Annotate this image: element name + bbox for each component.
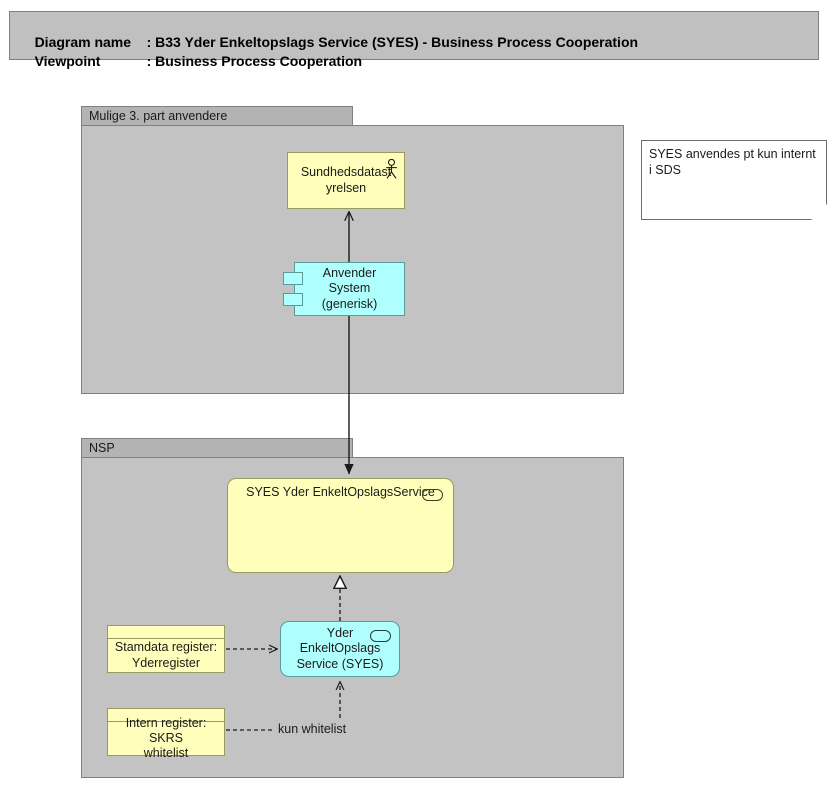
group-tab: Mulige 3. part anvendere xyxy=(81,106,353,126)
node-intern-register-skrs-whitelist[interactable]: Intern register: SKRS whitelist xyxy=(107,708,225,761)
node-label: Intern register: SKRS whitelist xyxy=(125,715,207,761)
service-rounded-icon xyxy=(422,489,443,501)
note-text: SYES anvendes pt kun internt i SDS xyxy=(649,147,816,177)
component-icon xyxy=(283,272,303,285)
connector-label-kun-whitelist: kun whitelist xyxy=(278,722,347,736)
viewpoint-separator: : xyxy=(146,53,156,69)
viewpoint-line: Viewpoint: Business Process Cooperation xyxy=(19,37,363,85)
component-icon xyxy=(283,293,303,306)
service-rounded-icon xyxy=(370,630,391,642)
node-label: Sundhedsdatast yrelsen xyxy=(300,165,392,195)
node-stamdata-register-yderregister[interactable]: Stamdata register: Yderregister xyxy=(107,625,225,673)
node-body-compartment: Intern register: SKRS whitelist xyxy=(108,716,224,761)
node-header-compartment xyxy=(108,626,224,639)
diagram-name-line: Diagram name: B33 Yder Enkeltopslags Ser… xyxy=(19,18,638,66)
diagram-title-block: Diagram name: B33 Yder Enkeltopslags Ser… xyxy=(9,11,819,69)
node-sundhedsdatastyrelsen[interactable]: Sundhedsdatast yrelsen xyxy=(287,152,405,209)
node-syes-yder-enkeltopslagsservice[interactable]: SYES Yder EnkeltOpslagsService xyxy=(227,478,454,573)
group-mulige-3-part-anvendere[interactable]: Mulige 3. part anvendere xyxy=(81,106,624,394)
node-header-compartment xyxy=(108,709,224,722)
diagram-name-value: B33 Yder Enkeltopslags Service (SYES) - … xyxy=(155,34,639,50)
note-fold-corner-icon xyxy=(811,204,827,220)
viewpoint-label: Viewpoint xyxy=(34,53,101,69)
viewpoint-value: Business Process Cooperation xyxy=(155,53,363,69)
note-syes-usage[interactable]: SYES anvendes pt kun internt i SDS xyxy=(641,140,827,220)
group-label: NSP xyxy=(89,441,115,455)
actor-icon xyxy=(386,159,397,179)
node-label: Stamdata register: Yderregister xyxy=(114,640,218,670)
node-body-compartment: Stamdata register: Yderregister xyxy=(108,639,224,672)
node-yder-enkeltopslags-service[interactable]: Yder EnkeltOpslags Service (SYES) xyxy=(280,621,400,677)
group-label: Mulige 3. part anvendere xyxy=(89,109,228,123)
group-tab: NSP xyxy=(81,438,353,458)
diagram-name-label: Diagram name xyxy=(34,34,132,50)
diagram-name-separator: : xyxy=(146,34,156,50)
node-label: Yder EnkeltOpslags Service (SYES) xyxy=(296,626,384,671)
node-anvender-system[interactable]: Anvender System (generisk) xyxy=(283,262,405,316)
node-label: Anvender System (generisk) xyxy=(321,266,378,311)
node-label: SYES Yder EnkeltOpslagsService xyxy=(246,485,435,499)
